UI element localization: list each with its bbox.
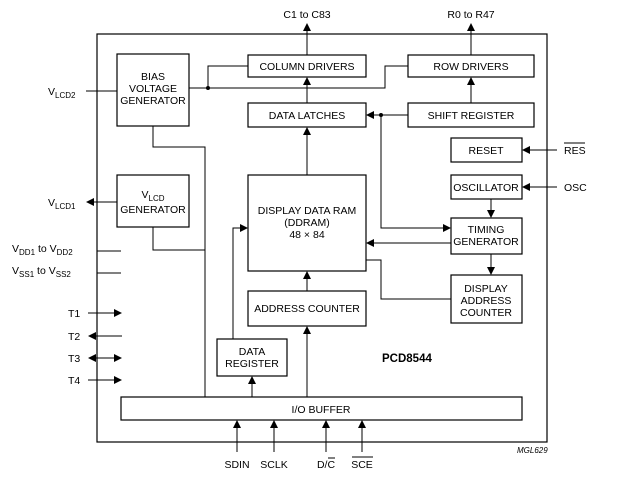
dac-line2: ADDRESS: [461, 295, 512, 307]
connections: [152, 23, 495, 397]
data-register-line1: DATA: [239, 346, 265, 358]
sdin-pin-label: SDIN: [224, 459, 249, 471]
oscillator-block: OSCILLATOR: [450, 174, 523, 200]
osc-pin-label: OSC: [564, 182, 587, 194]
data-register-block: DATA REGISTER: [216, 338, 288, 377]
column-drivers-label: COLUMN DRIVERS: [259, 61, 354, 73]
data-register-line2: REGISTER: [225, 358, 279, 370]
bias-line3: GENERATOR: [120, 95, 186, 107]
lcd-generator-block: VLCD GENERATOR: [116, 174, 190, 228]
data-latches-label: DATA LATCHES: [269, 110, 345, 122]
lcd-generator-line2: GENERATOR: [120, 204, 186, 216]
bias-line2: VOLTAGE: [129, 83, 177, 95]
dac-line1: DISPLAY: [464, 283, 508, 295]
dc-pin-label: D/C: [317, 459, 336, 471]
figure-code-label: MGL629: [517, 446, 548, 455]
ddram-line2: (DDRAM): [284, 217, 330, 229]
address-counter-label: ADDRESS COUNTER: [254, 303, 360, 315]
data-latches-block: DATA LATCHES: [247, 102, 367, 128]
address-counter-block: ADDRESS COUNTER: [247, 290, 367, 327]
chip-name-label: PCD8544: [382, 353, 432, 365]
bias-voltage-generator-block: BIAS VOLTAGE GENERATOR: [116, 53, 190, 127]
external-pins: C1 to C83 R0 to R47 RES OSC VLCD2 VLCD1 …: [12, 9, 587, 471]
oscillator-label: OSCILLATOR: [453, 182, 519, 194]
chip-outline: [96, 33, 548, 443]
res-pin-label: RES: [564, 145, 586, 157]
io-buffer-block: I/O BUFFER: [120, 396, 523, 421]
reset-label: RESET: [468, 145, 504, 157]
column-drivers-block: COLUMN DRIVERS: [247, 54, 367, 78]
ddram-line1: DISPLAY DATA RAM: [258, 205, 356, 217]
shift-register-block: SHIFT REGISTER: [407, 102, 535, 128]
row-drivers-label: ROW DRIVERS: [433, 61, 508, 73]
timing-line1: TIMING: [468, 224, 505, 236]
sclk-pin-label: SCLK: [260, 459, 287, 471]
vlcd1-pin-label: VLCD1: [48, 197, 76, 211]
timing-line2: GENERATOR: [453, 236, 519, 248]
columns-pin-label: C1 to C83: [283, 9, 330, 21]
vss-pin-label: VSS1 to VSS2: [12, 265, 71, 279]
t2-pin-label: T2: [68, 331, 80, 343]
reset-block: RESET: [450, 137, 523, 163]
io-buffer-label: I/O BUFFER: [292, 404, 351, 416]
vdd-pin-label: VDD1 to VDD2: [12, 243, 73, 257]
t3-pin-label: T3: [68, 353, 80, 365]
row-drivers-block: ROW DRIVERS: [407, 54, 535, 78]
timing-generator-block: TIMING GENERATOR: [450, 217, 523, 255]
display-data-ram-block: DISPLAY DATA RAM (DDRAM) 48 × 84: [247, 174, 367, 272]
vlcd2-pin-label: VLCD2: [48, 86, 76, 100]
sce-pin-label: SCE: [351, 459, 373, 471]
shift-register-label: SHIFT REGISTER: [428, 110, 515, 122]
display-address-counter-block: DISPLAY ADDRESS COUNTER: [450, 274, 523, 324]
dac-line3: COUNTER: [460, 307, 512, 319]
bias-line1: BIAS: [141, 71, 165, 83]
lcd-generator-line1: VLCD: [141, 189, 164, 203]
t1-pin-label: T1: [68, 308, 80, 320]
ddram-line3: 48 × 84: [289, 229, 324, 241]
rows-pin-label: R0 to R47: [447, 9, 494, 21]
t4-pin-label: T4: [68, 375, 80, 387]
